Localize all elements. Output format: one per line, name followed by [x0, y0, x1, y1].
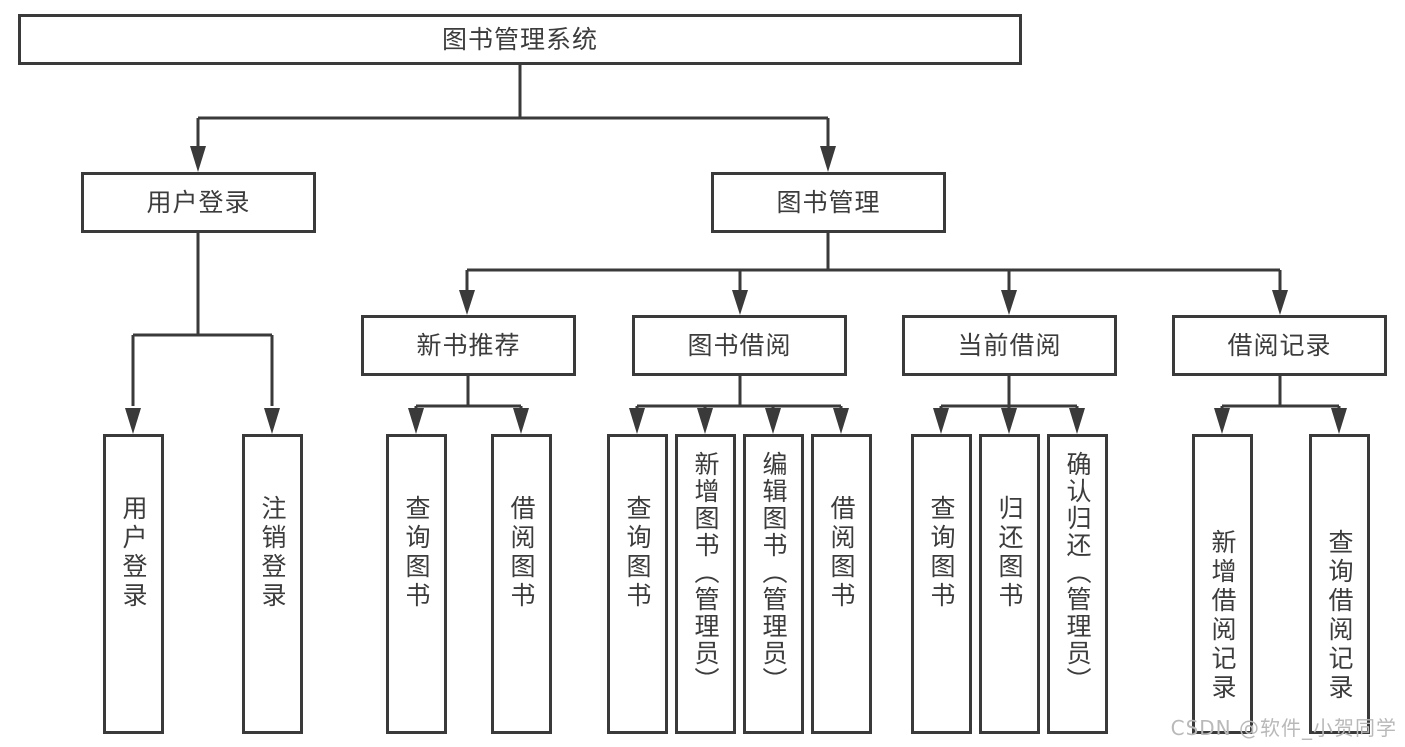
- leaf-query-book-recommend[interactable]: 查询图书: [386, 434, 447, 734]
- node-label: 查询图书: [623, 495, 652, 611]
- node-user-login[interactable]: 用户登录: [81, 172, 316, 233]
- leaf-query-book-current[interactable]: 查询图书: [911, 434, 972, 734]
- leaf-user-login[interactable]: 用户登录: [103, 434, 164, 734]
- node-label: 图书借阅: [687, 330, 792, 360]
- leaf-return-book[interactable]: 归还图书: [979, 434, 1040, 734]
- node-label: 确认归还（管理员）: [1063, 451, 1092, 694]
- node-book-borrow[interactable]: 图书借阅: [632, 315, 847, 376]
- node-label: 新增借阅记录: [1208, 529, 1237, 703]
- leaf-borrow-book[interactable]: 借阅图书: [811, 434, 872, 734]
- leaf-add-borrow-record[interactable]: 新增借阅记录: [1192, 434, 1253, 734]
- leaf-query-book-borrow[interactable]: 查询图书: [607, 434, 668, 734]
- leaf-borrow-book-recommend[interactable]: 借阅图书: [491, 434, 552, 734]
- node-borrow-record[interactable]: 借阅记录: [1172, 315, 1387, 376]
- watermark: CSDN @软件_小贺同学: [1170, 716, 1397, 740]
- node-label: 借阅记录: [1227, 330, 1332, 360]
- node-label: 查询图书: [402, 495, 431, 611]
- node-label: 查询图书: [927, 495, 956, 611]
- node-label: 借阅图书: [507, 495, 536, 611]
- node-label: 图书管理系统: [441, 24, 598, 54]
- node-label: 图书管理: [776, 187, 881, 217]
- node-new-book-recommend[interactable]: 新书推荐: [361, 315, 576, 376]
- node-current-borrow[interactable]: 当前借阅: [902, 315, 1117, 376]
- node-label: 新书推荐: [416, 330, 521, 360]
- leaf-query-borrow-record[interactable]: 查询借阅记录: [1309, 434, 1370, 734]
- leaf-add-book-admin[interactable]: 新增图书（管理员）: [675, 434, 736, 734]
- node-label: 注销登录: [258, 495, 287, 611]
- node-book-management[interactable]: 图书管理: [711, 172, 946, 233]
- node-label: 编辑图书（管理员）: [759, 451, 788, 694]
- node-label: 新增图书（管理员）: [691, 451, 720, 694]
- node-label: 当前借阅: [957, 330, 1062, 360]
- leaf-edit-book-admin[interactable]: 编辑图书（管理员）: [743, 434, 804, 734]
- node-label: 查询借阅记录: [1325, 529, 1354, 703]
- node-label: 借阅图书: [827, 495, 856, 611]
- node-label: 归还图书: [995, 495, 1024, 611]
- leaf-confirm-return-admin[interactable]: 确认归还（管理员）: [1047, 434, 1108, 734]
- node-root-system[interactable]: 图书管理系统: [18, 14, 1022, 65]
- leaf-logout[interactable]: 注销登录: [242, 434, 303, 734]
- node-label: 用户登录: [119, 495, 148, 611]
- node-label: 用户登录: [146, 187, 251, 217]
